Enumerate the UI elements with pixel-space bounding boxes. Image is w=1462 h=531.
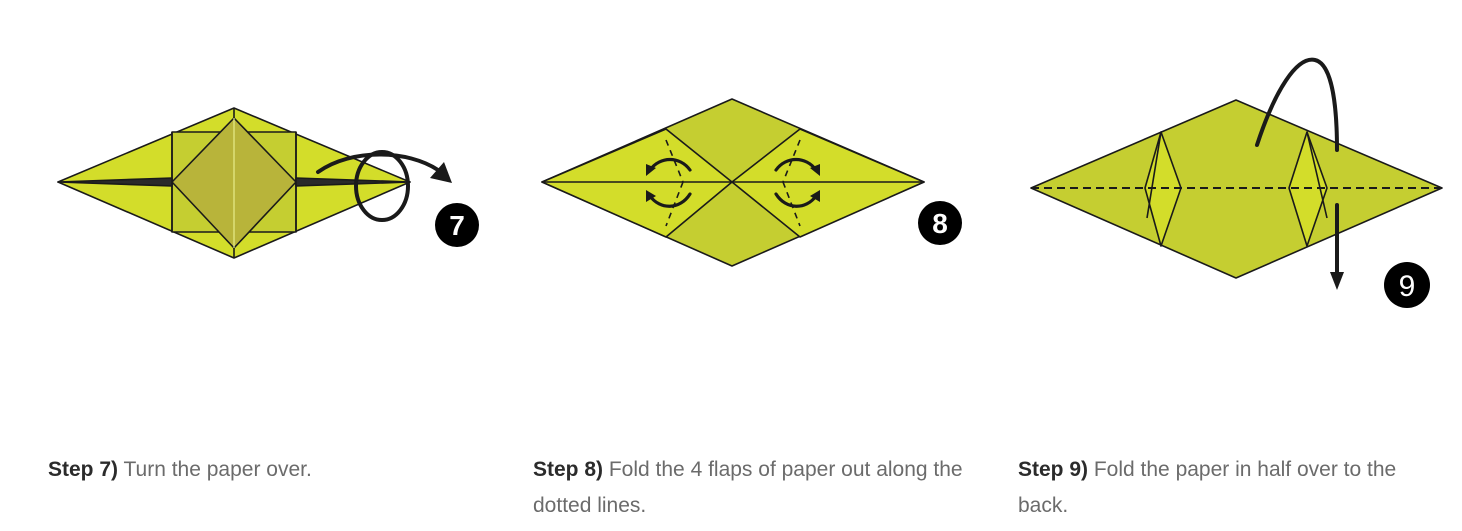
step-8-caption: Step 8) Fold the 4 flaps of paper out al… (533, 452, 963, 524)
step-7-badge: 7 (435, 203, 479, 247)
step-9-badge-number: 9 (1399, 270, 1416, 303)
step-7-paper (57, 107, 411, 259)
step-9-caption: Step 9) Fold the paper in half over to t… (1018, 452, 1438, 524)
step-7-text: Turn the paper over. (118, 458, 312, 481)
step-7-badge-number: 7 (449, 210, 465, 241)
step-8-paper (541, 98, 925, 267)
step-8-diagram: 8 (541, 98, 962, 267)
step-9-label: Step 9) (1018, 458, 1089, 481)
step-9-paper (1030, 99, 1443, 279)
step-9-badge: 9 (1384, 262, 1430, 308)
step-8-label: Step 8) (533, 458, 604, 481)
step-7-label: Step 7) (48, 458, 119, 481)
step-8-text: Fold the 4 flaps of paper out along the … (533, 458, 963, 517)
arrow-head-icon (430, 162, 452, 183)
turn-over-icon (316, 150, 440, 222)
step-9-text: Fold the paper in half over to the back. (1018, 458, 1397, 517)
step-7-caption: Step 7) Turn the paper over. (48, 452, 488, 488)
step-7-diagram: 7 (57, 107, 479, 259)
arrow-head-icon (1330, 272, 1344, 290)
fold-back-icon (1255, 57, 1339, 277)
step-9-diagram: 9 (1030, 57, 1443, 308)
step-8-badge: 8 (918, 201, 962, 245)
fold-arrow-heads (646, 164, 820, 202)
step-8-badge-number: 8 (932, 208, 948, 239)
